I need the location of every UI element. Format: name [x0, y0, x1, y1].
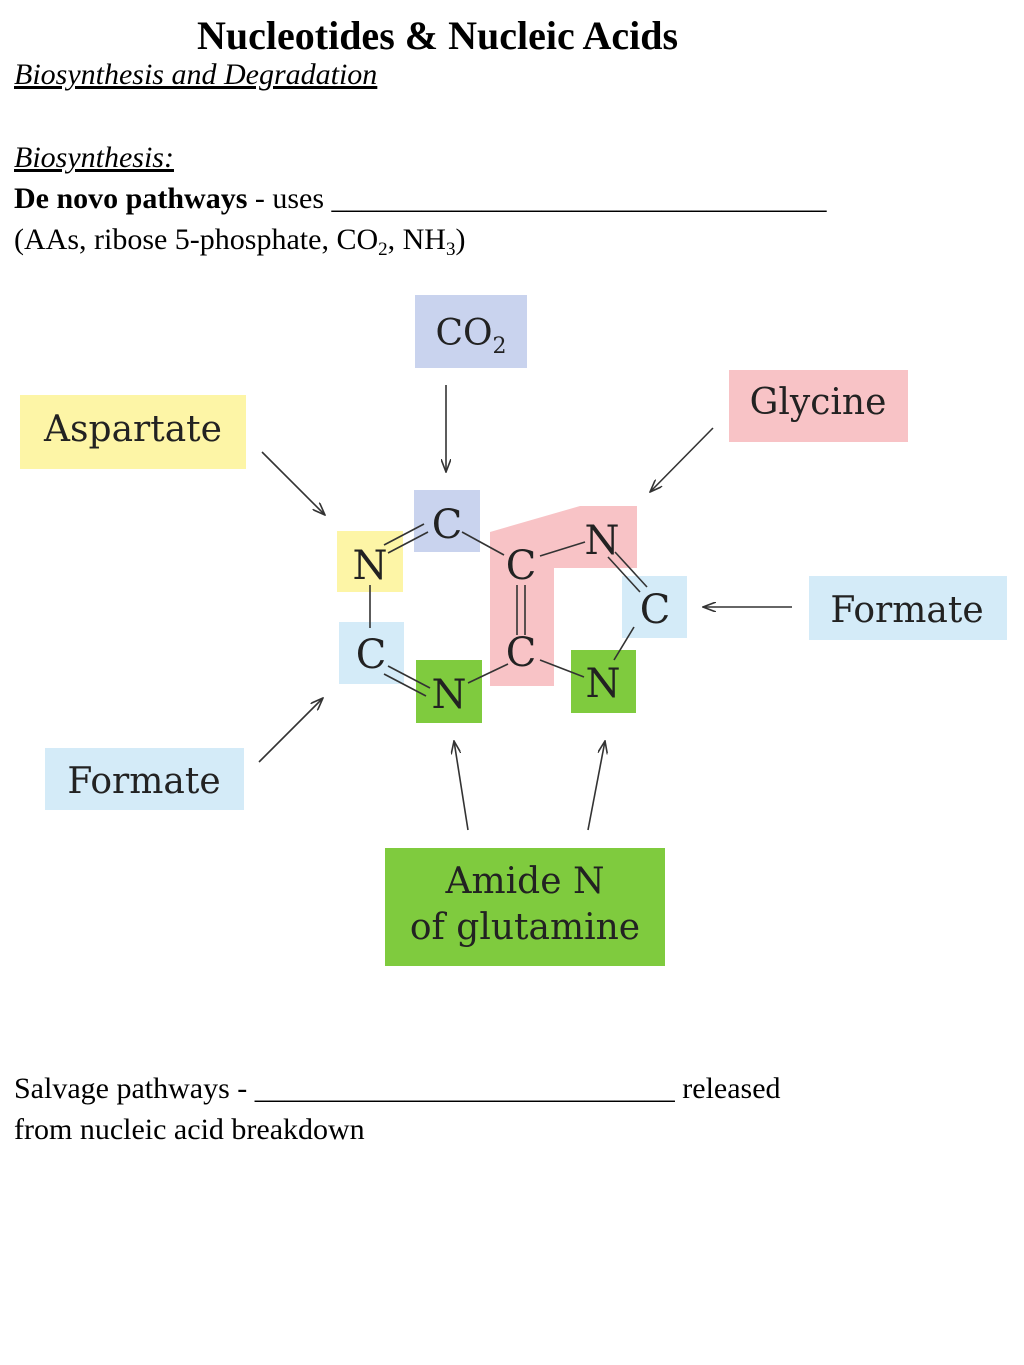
co2-label-box: [415, 295, 527, 368]
glutamine-label-line1: Amide N: [445, 861, 605, 902]
formate-right-label-box: [809, 576, 1007, 640]
c6-highlight: [414, 490, 480, 552]
ring-bonds: [369, 523, 648, 697]
atom-n1: N: [353, 543, 388, 589]
n3-highlight: [416, 660, 482, 723]
salvage-text-end: released: [674, 1072, 781, 1105]
glutamine-label-box: [385, 848, 665, 966]
atom-c5: C: [506, 543, 537, 589]
salvage-line-2: from nucleic acid breakdown: [14, 1113, 365, 1146]
page-subtitle: Biosynthesis and Degradation: [14, 58, 378, 91]
glycine-label-box: [729, 370, 908, 442]
co2-label: CO2: [435, 313, 506, 359]
precursors-text-mid: , NH: [387, 223, 446, 256]
atom-c8: C: [640, 587, 671, 633]
aspartate-label: Aspartate: [43, 409, 222, 450]
formate-left-label: Formate: [67, 761, 220, 802]
arrow-aspartate: [261, 451, 325, 515]
aspartate-label-box: [20, 395, 246, 469]
glutamine-label-line2: of glutamine: [410, 907, 640, 948]
subscript-3: 3: [445, 239, 456, 260]
precursors-text: (AAs, ribose 5-phosphate, CO: [14, 223, 379, 256]
atom-n7: N: [585, 518, 620, 564]
fill-in-blank-de-novo: _________________________________: [331, 182, 827, 215]
glycine-label: Glycine: [750, 382, 887, 423]
atom-c4: C: [506, 630, 537, 676]
atom-c2: C: [356, 632, 387, 678]
arrow-formate-left: [258, 698, 323, 763]
formate-right-label: Formate: [830, 590, 983, 631]
atom-c6: C: [432, 502, 463, 548]
glycine-atoms-highlight: [490, 506, 637, 686]
de-novo-text: - uses: [247, 182, 332, 215]
de-novo-term: De novo pathways: [14, 182, 248, 215]
fill-in-blank-salvage: ____________________________: [254, 1072, 675, 1105]
de-novo-line: De novo pathways - uses ________________…: [14, 180, 827, 218]
precursors-text-close: ): [455, 223, 466, 256]
arrow-glycine: [650, 427, 714, 492]
c2-highlight: [339, 622, 404, 684]
precursors-line: (AAs, ribose 5-phosphate, CO2, NH3): [14, 221, 465, 259]
section-heading-biosynthesis: Biosynthesis:: [14, 141, 174, 174]
subscript-2: 2: [378, 239, 388, 260]
atom-n9: N: [586, 661, 621, 707]
formate-left-label-box: [45, 748, 244, 810]
salvage-line: Salvage pathways - _____________________…: [14, 1070, 781, 1108]
page-title: Nucleotides & Nucleic Acids: [197, 13, 679, 58]
salvage-text: Salvage pathways -: [14, 1072, 255, 1105]
atom-n3: N: [432, 672, 467, 718]
arrow-glutamine-n9: [587, 741, 605, 831]
n9-highlight: [571, 650, 636, 713]
purine-origin-diagram: CO2 Aspartate Glycine Formate Formate Am…: [20, 295, 1007, 966]
arrow-glutamine-n3: [454, 741, 469, 831]
